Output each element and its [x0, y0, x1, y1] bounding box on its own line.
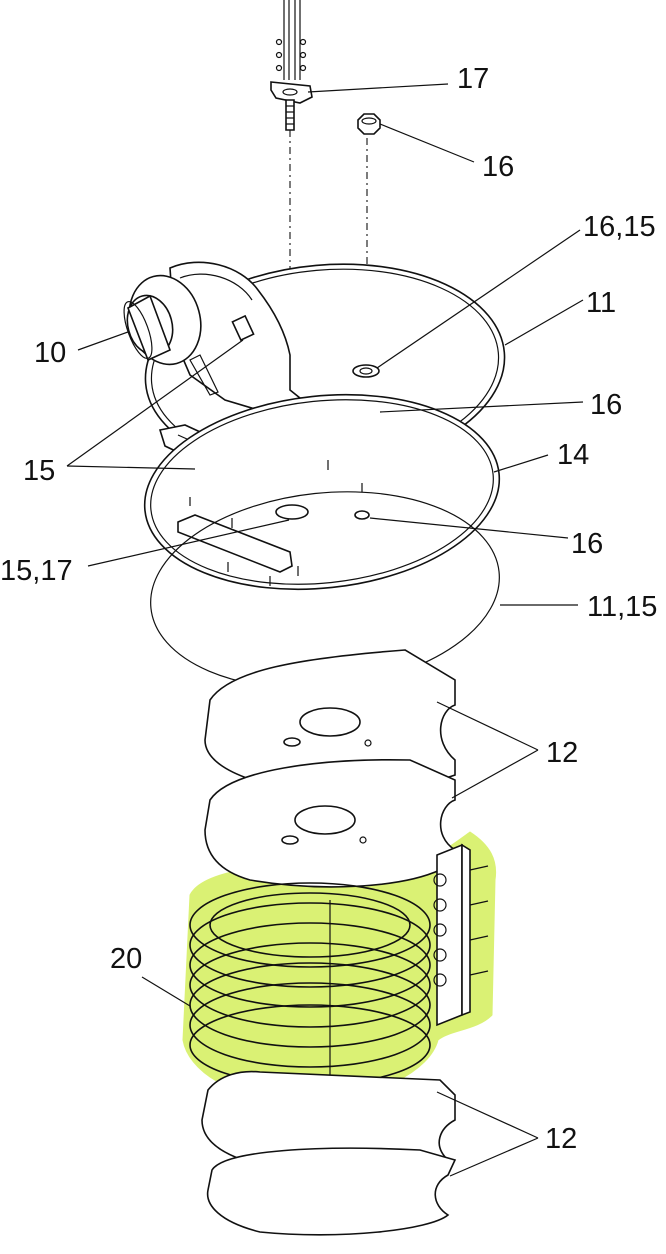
label-11-15: 11,15 [587, 591, 657, 623]
blower-part-10 [123, 261, 306, 419]
label-15-17: 15,17 [0, 555, 73, 587]
label-17: 17 [457, 63, 489, 95]
coil-part-20 [189, 843, 489, 1086]
label-12-lower: 12 [545, 1123, 577, 1155]
leader-lines [66, 83, 584, 1177]
label-14: 14 [557, 439, 589, 471]
label-20: 20 [110, 943, 142, 975]
label-16-top: 16 [482, 151, 514, 183]
label-12-upper: 12 [546, 737, 578, 769]
plate-part-14 [143, 393, 501, 591]
label-16-bottom: 16 [571, 528, 603, 560]
spacer-discs-upper-part-12 [204, 649, 457, 888]
label-11: 11 [586, 287, 616, 319]
label-15: 15 [23, 455, 55, 487]
label-10: 10 [34, 337, 66, 369]
label-16-mid: 16 [590, 389, 622, 421]
sensor-part-17 [270, 0, 313, 131]
label-16-15: 16,15 [583, 211, 656, 243]
nut-part-16 [357, 113, 381, 135]
spacer-discs-lower-part-12 [201, 1070, 457, 1236]
